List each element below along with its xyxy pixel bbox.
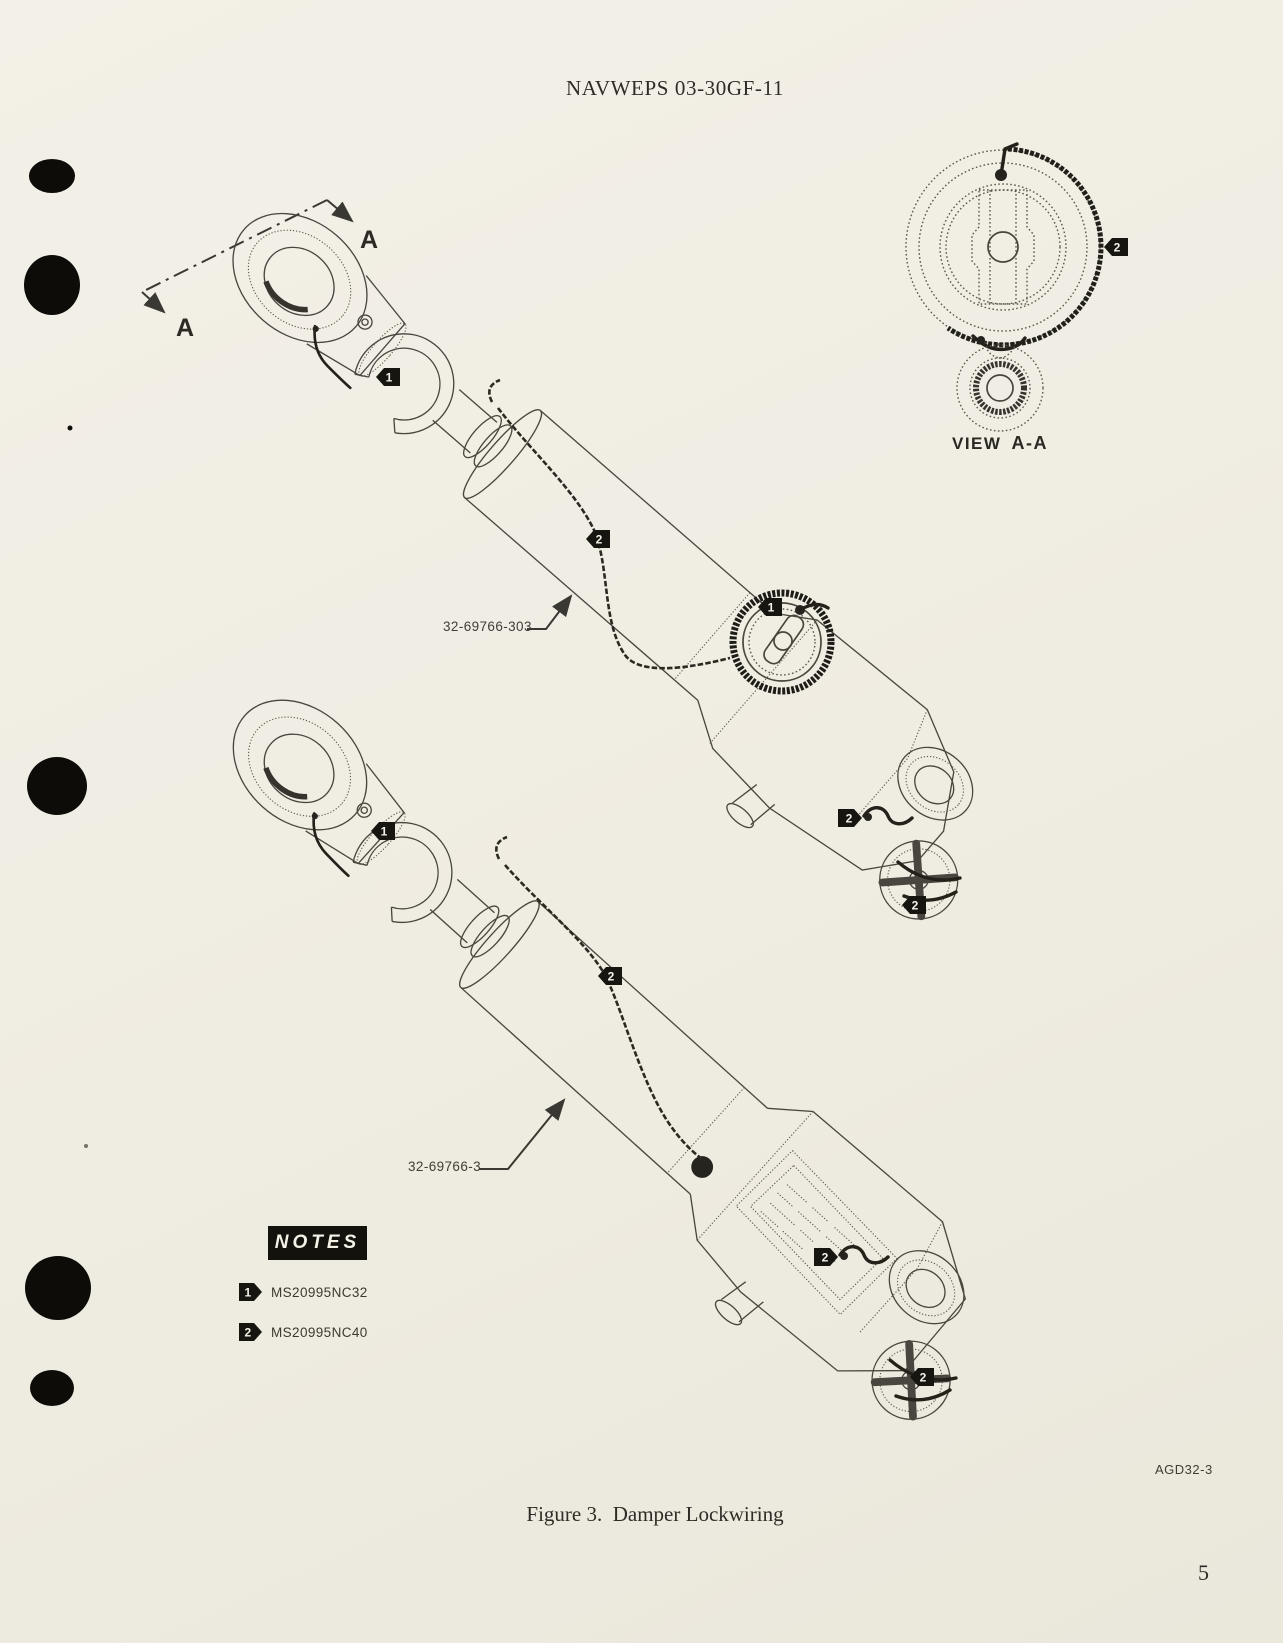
callout-flag-2: 2 [586, 530, 610, 548]
svg-text:1: 1 [768, 601, 775, 615]
view-name: A-A [1011, 433, 1048, 453]
callout-flag-2: 2 [1104, 238, 1128, 256]
binder-hole [24, 255, 80, 315]
lockwire-top [488, 378, 731, 670]
callout-flag-2: 2 [814, 1248, 838, 1266]
svg-text:2: 2 [912, 899, 919, 913]
binder-hole [30, 1370, 74, 1406]
callout-flag-2: 2 [910, 1368, 934, 1386]
svg-text:1: 1 [386, 371, 393, 385]
svg-text:2: 2 [920, 1371, 927, 1385]
leader-part-top [527, 594, 573, 630]
lockwire-top-port [862, 806, 914, 826]
callout-flag-1: 1 [758, 598, 782, 616]
note-flag-1: 1 [239, 1283, 262, 1301]
lockwire-bottom [495, 835, 706, 1163]
paper-speck [67, 425, 73, 431]
lockwire-bottom-port [838, 1245, 890, 1265]
note-text: MS20995NC32 [271, 1284, 368, 1300]
svg-text:1: 1 [244, 1286, 251, 1300]
callout-flag-1: 1 [376, 368, 400, 386]
lockwire-top-end [896, 860, 962, 902]
page-header: NAVWEPS 03-30GF-11 [566, 76, 784, 100]
note-item: 1 MS20995NC32 [237, 1282, 368, 1302]
note-flag-2: 2 [239, 1323, 262, 1341]
section-label: A [176, 314, 194, 342]
page-number: 5 [1198, 1560, 1209, 1585]
part-label-top: 32-69766-303 [443, 619, 532, 634]
note-item: 2 MS20995NC40 [237, 1322, 368, 1342]
leader-part-bottom [479, 1098, 566, 1170]
damper-top-drawing [163, 165, 1036, 963]
lockwire-view-aa [946, 146, 1104, 348]
damper-bottom-drawing [160, 648, 1033, 1465]
notes-title: NOTES [268, 1226, 367, 1260]
view-aa-nut [956, 344, 1044, 432]
svg-text:2: 2 [244, 1326, 251, 1340]
view-aa-drawing [905, 142, 1104, 432]
artwork-id: AGD32-3 [1155, 1462, 1213, 1477]
figure-caption: Figure 3. Damper Lockwiring [526, 1502, 784, 1526]
binder-hole [27, 757, 87, 815]
svg-text:2: 2 [596, 533, 603, 547]
svg-text:2: 2 [1114, 241, 1121, 255]
section-label: A [360, 226, 378, 254]
callout-flag-1: 1 [371, 822, 395, 840]
paper-speck [84, 1144, 88, 1148]
note-text: MS20995NC40 [271, 1324, 368, 1340]
svg-text:2: 2 [846, 812, 853, 826]
damper-top-cap [729, 589, 835, 695]
callout-flag-2: 2 [902, 896, 926, 914]
view-word: VIEW [952, 434, 1002, 453]
section-arrow [141, 291, 166, 314]
callout-flag-2: 2 [598, 967, 622, 985]
binder-hole [25, 1256, 91, 1320]
part-label-bottom: 32-69766-3 [408, 1159, 482, 1174]
svg-text:2: 2 [822, 1251, 829, 1265]
svg-text:1: 1 [381, 825, 388, 839]
body-panel [735, 1149, 898, 1316]
hex-bolt [691, 1156, 714, 1178]
binder-hole [29, 159, 75, 193]
body-eye [897, 746, 974, 821]
svg-text:2: 2 [608, 970, 615, 984]
section-arrow [326, 199, 354, 223]
body-eye [888, 1250, 965, 1325]
section-cut-line: A A [141, 199, 378, 342]
view-aa-label: VIEW A-A [952, 433, 1048, 454]
callout-flag-2: 2 [838, 809, 862, 827]
